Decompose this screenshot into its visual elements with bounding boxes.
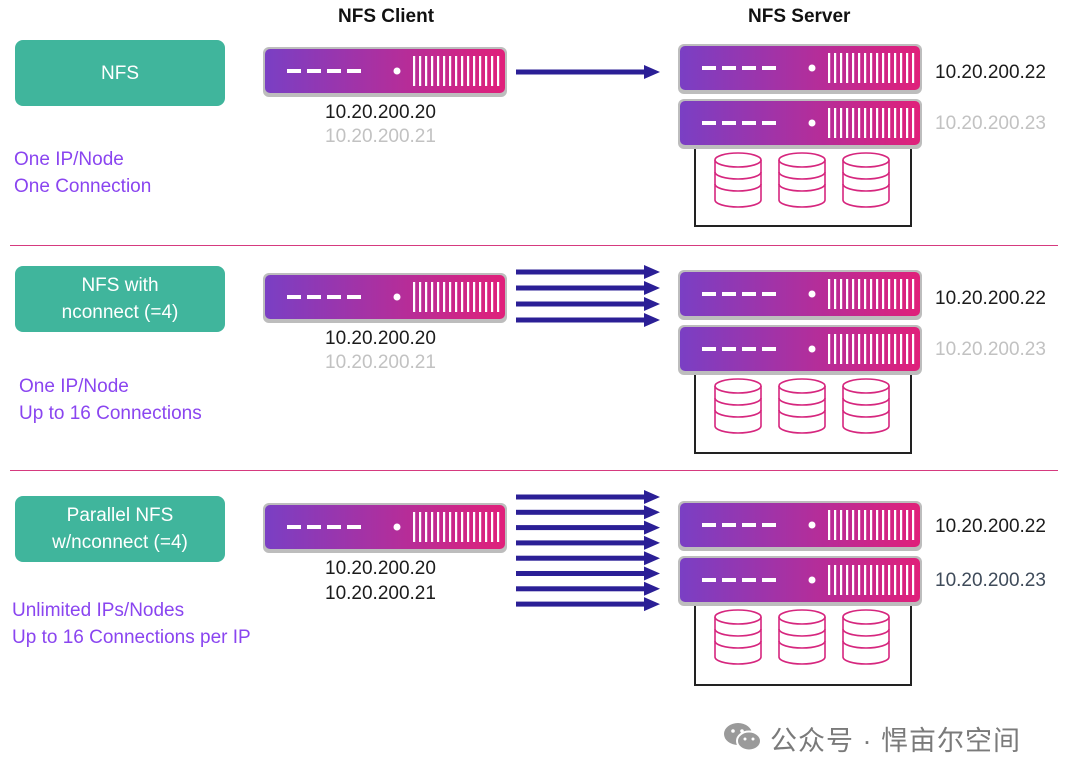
server-header: NFS Server xyxy=(748,6,851,27)
disk-icon xyxy=(714,609,762,665)
mode-label: w/nconnect (=4) xyxy=(52,532,188,553)
mode-description: Unlimited IPs/Nodes Up to 16 Connections… xyxy=(12,597,251,651)
arrow-icon xyxy=(516,313,660,327)
disk-icon xyxy=(842,609,890,665)
arrow-icon xyxy=(516,265,660,279)
arrow-icon xyxy=(516,505,660,520)
arrow-icon xyxy=(516,581,660,596)
disk-icon xyxy=(842,152,890,208)
disk-icon xyxy=(842,378,890,434)
arrow-icon xyxy=(516,535,660,550)
disk-icon xyxy=(778,378,826,434)
mode-label: NFS xyxy=(101,62,139,84)
mode-label: NFS with xyxy=(81,275,159,296)
mode-label: Parallel NFS xyxy=(66,505,174,526)
client-ip-primary: 10.20.200.20 xyxy=(325,558,436,579)
disk-icon xyxy=(714,378,762,434)
disk-icon xyxy=(778,152,826,208)
server-icon xyxy=(263,47,507,97)
arrow-icon xyxy=(516,551,660,566)
arrow-icon xyxy=(516,297,660,311)
desc-line: Up to 16 Connections per IP xyxy=(12,627,251,648)
client-ip-primary: 10.20.200.20 xyxy=(325,102,436,123)
server-icon xyxy=(678,556,922,606)
desc-line: One Connection xyxy=(14,176,152,197)
desc-line: Up to 16 Connections xyxy=(19,403,202,424)
desc-line: One IP/Node xyxy=(19,376,129,397)
server-ip-secondary: 10.20.200.23 xyxy=(935,570,1046,591)
server-ip-primary: 10.20.200.22 xyxy=(935,62,1046,83)
client-ip-secondary: 10.20.200.21 xyxy=(325,126,436,147)
server-ip-primary: 10.20.200.22 xyxy=(935,516,1046,537)
section-divider xyxy=(10,245,1058,246)
disk-icon xyxy=(778,609,826,665)
arrow-icon xyxy=(516,281,660,295)
server-icon xyxy=(263,273,507,323)
server-icon xyxy=(678,44,922,94)
mode-description: One IP/Node One Connection xyxy=(14,146,151,200)
server-icon xyxy=(678,99,922,149)
arrow-icon xyxy=(516,597,660,612)
arrow-icon xyxy=(516,566,660,581)
mode-box-nfs-nconnect: NFS with nconnect (=4) xyxy=(15,266,225,332)
client-header: NFS Client xyxy=(338,6,435,27)
arrow-icon xyxy=(516,65,660,79)
server-ip-secondary: 10.20.200.23 xyxy=(935,339,1046,360)
server-icon xyxy=(678,270,922,320)
mode-description: One IP/Node Up to 16 Connections xyxy=(19,373,202,427)
server-icon xyxy=(678,501,922,551)
desc-line: One IP/Node xyxy=(14,149,124,170)
server-icon xyxy=(263,503,507,553)
arrow-icon xyxy=(516,490,660,504)
server-icon xyxy=(678,325,922,375)
disk-icon xyxy=(714,152,762,208)
arrow-icon xyxy=(516,520,660,535)
client-ip-secondary: 10.20.200.21 xyxy=(325,352,436,373)
mode-box-parallel-nfs: Parallel NFS w/nconnect (=4) xyxy=(15,496,225,562)
section-divider xyxy=(10,470,1058,471)
client-ip-primary: 10.20.200.20 xyxy=(325,328,436,349)
wechat-icon xyxy=(724,723,762,752)
watermark-text: 公众号 · 悍亩尔空间 xyxy=(770,726,1021,756)
mode-label: nconnect (=4) xyxy=(61,302,179,323)
desc-line: Unlimited IPs/Nodes xyxy=(12,600,185,621)
server-ip-primary: 10.20.200.22 xyxy=(935,288,1046,309)
mode-box-nfs: NFS xyxy=(15,40,225,106)
server-ip-secondary: 10.20.200.23 xyxy=(935,113,1046,134)
client-ip-secondary: 10.20.200.21 xyxy=(325,583,436,604)
